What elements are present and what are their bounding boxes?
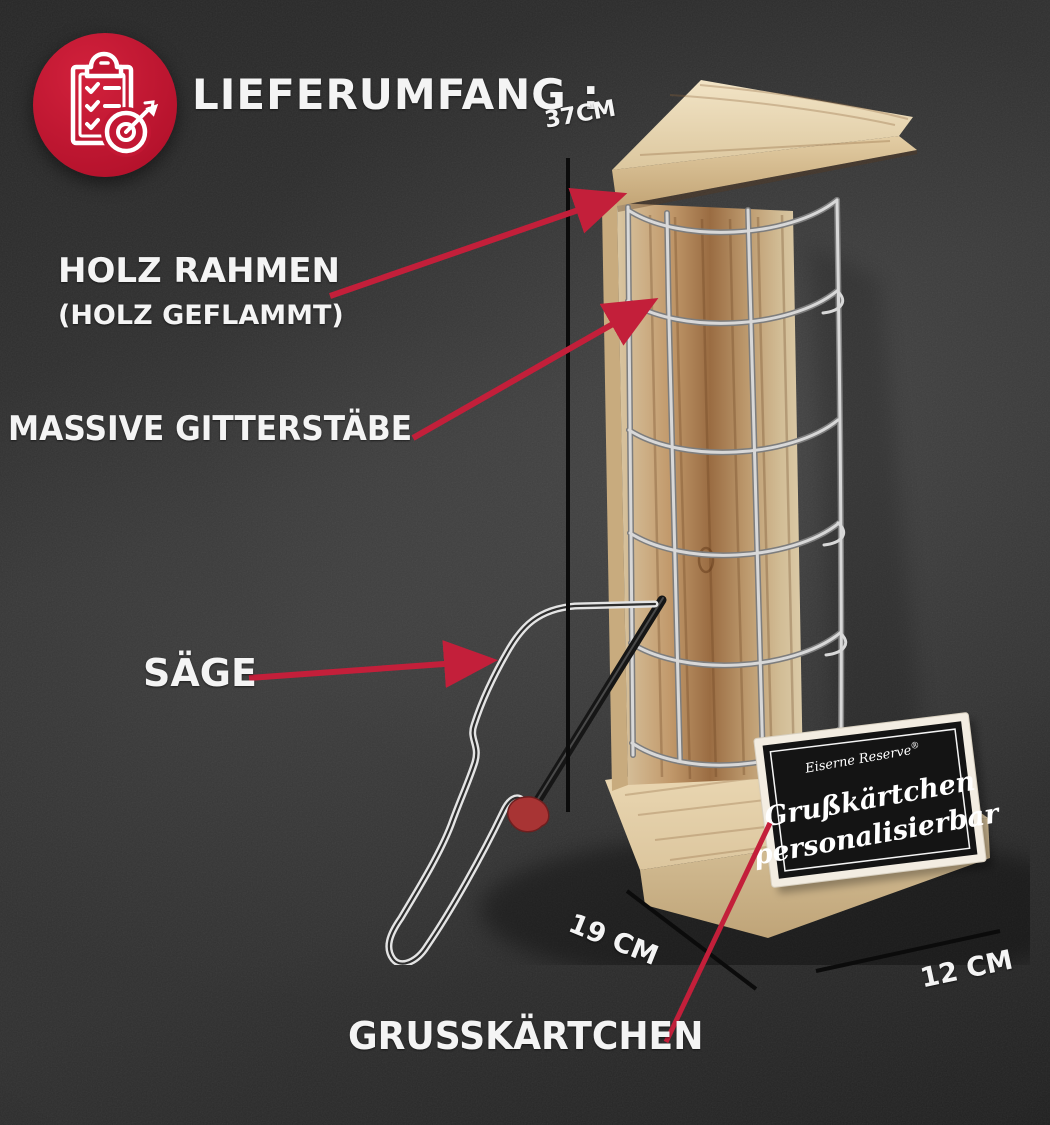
saw-blade-clamp xyxy=(507,796,550,833)
label-wood-frame-line1: HOLZ RAHMEN xyxy=(58,251,340,291)
arrow-frame xyxy=(329,188,628,299)
target-icon xyxy=(101,100,159,157)
label-greeting-card: GRUSSKÄRTCHEN xyxy=(348,1014,704,1058)
label-wood-frame: HOLZ RAHMEN (HOLZ GEFLAMMT) xyxy=(58,251,344,331)
dim-depth-label: 19 CM xyxy=(564,908,663,972)
base-grain xyxy=(624,754,971,861)
dart-icon xyxy=(124,100,159,134)
label-saw: SÄGE xyxy=(143,651,257,695)
page-title: LIEFERUMFANG : xyxy=(192,70,601,119)
wire-cage xyxy=(625,197,848,769)
clipboard-clip xyxy=(84,51,124,79)
clipboard-checklist-target-icon xyxy=(70,51,159,157)
product-shadow xyxy=(480,245,1030,965)
label-grid-bars: MASSIVE GITTERSTÄBE xyxy=(8,409,413,449)
board-grain xyxy=(648,214,796,780)
line-card xyxy=(663,821,773,1044)
top-grain xyxy=(639,84,909,156)
top-board xyxy=(612,80,917,212)
base-board xyxy=(605,740,990,938)
card-line1: Grußkärtchen xyxy=(762,766,977,834)
label-wood-frame-line2: (HOLZ GEFLAMMT) xyxy=(58,300,344,331)
arrow-bars xyxy=(411,298,659,441)
card-brand: Eiserne Reserve® xyxy=(803,741,922,777)
saw-frame xyxy=(385,600,659,965)
header-badge xyxy=(33,33,177,177)
back-board xyxy=(602,203,803,791)
card-line2: personalisierbar xyxy=(751,798,1003,872)
dim-width-label: 12 CM xyxy=(917,944,1016,995)
greeting-card: Eiserne Reserve® Grußkärtchen personalis… xyxy=(751,712,1003,894)
arrow-saw xyxy=(248,640,498,688)
saw-blade xyxy=(525,595,667,818)
saw xyxy=(385,595,667,965)
product-photo: Eiserne Reserve® Grußkärtchen personalis… xyxy=(385,80,1030,965)
